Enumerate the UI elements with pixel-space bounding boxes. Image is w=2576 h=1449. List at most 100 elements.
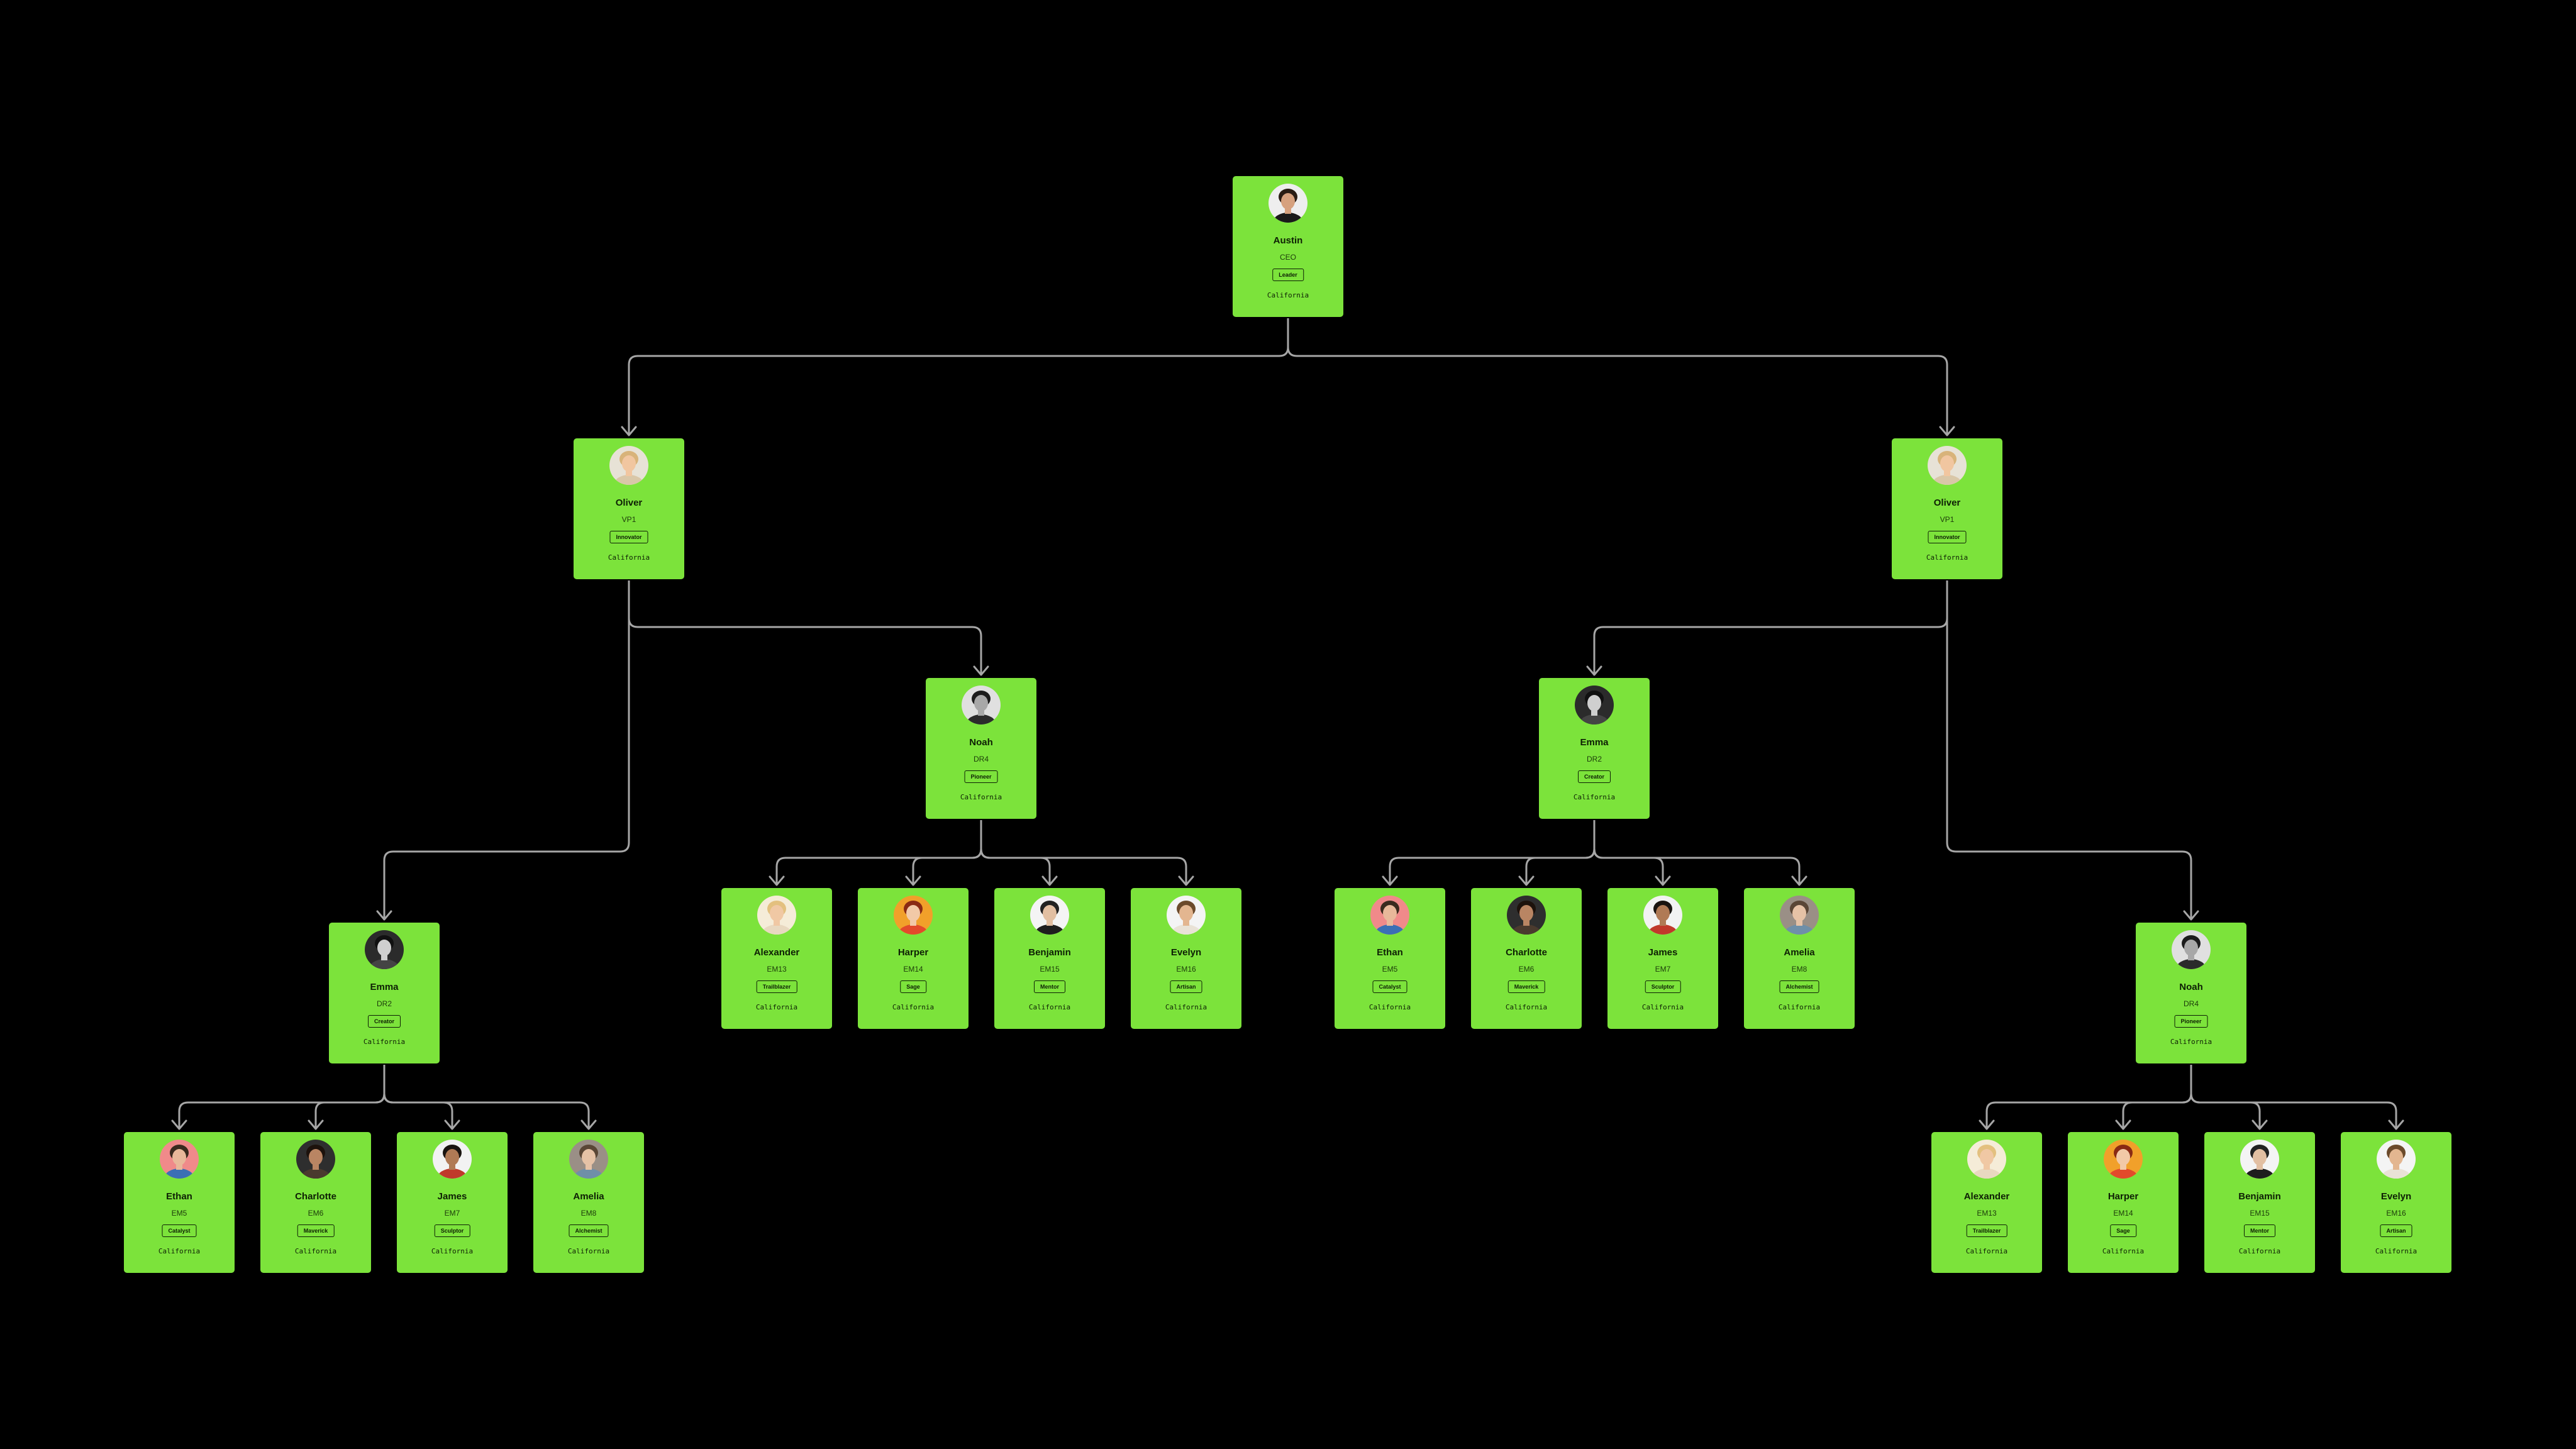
person-name: Noah	[969, 737, 993, 748]
avatar	[365, 930, 404, 969]
person-name: Charlotte	[295, 1191, 336, 1202]
avatar	[2240, 1140, 2279, 1179]
connector-noah-r-to-harper-r	[2122, 1065, 2192, 1128]
arrowhead-icon	[1178, 875, 1194, 886]
person-location: California	[960, 793, 1002, 801]
person-role: DR2	[1586, 755, 1602, 763]
person-name: Alexander	[753, 947, 800, 958]
person-location: California	[158, 1247, 201, 1255]
status-badge: Catalyst	[1372, 980, 1407, 993]
arrowhead-icon	[769, 875, 785, 886]
person-location: California	[1965, 1247, 2008, 1255]
person-location: California	[755, 1003, 798, 1011]
person-location: California	[431, 1247, 474, 1255]
person-role: EM16	[1176, 965, 1196, 974]
connector-oliver-r-to-emma-r	[1593, 580, 1948, 674]
person-role: EM6	[308, 1209, 324, 1218]
arrowhead-icon	[580, 1119, 597, 1130]
person-location: California	[1573, 793, 1616, 801]
connector-emma-r-to-charlotte-r	[1525, 820, 1596, 884]
person-role: EM14	[2113, 1209, 2133, 1218]
person-location: California	[1165, 1003, 1208, 1011]
person-location: California	[892, 1003, 935, 1011]
person-location: California	[1368, 1003, 1411, 1011]
person-location: California	[1505, 1003, 1548, 1011]
arrowhead-icon	[973, 665, 989, 676]
person-location: California	[294, 1247, 337, 1255]
person-role: DR4	[973, 755, 989, 763]
person-name: James	[1648, 947, 1678, 958]
avatar	[1030, 896, 1069, 935]
person-location: California	[1641, 1003, 1684, 1011]
arrowhead-icon	[376, 910, 392, 921]
person-role: EM15	[1040, 965, 1060, 974]
connector-noah-l-to-benjamin-l	[980, 820, 1051, 884]
status-badge: Creator	[1577, 770, 1611, 783]
avatar	[1507, 896, 1546, 935]
person-location: California	[2170, 1038, 2212, 1046]
status-badge: Maverick	[1507, 980, 1545, 993]
person-name: Ethan	[166, 1191, 192, 1202]
arrowhead-icon	[2251, 1119, 2268, 1130]
person-role: EM16	[2386, 1209, 2406, 1218]
person-role: EM14	[903, 965, 923, 974]
person-name: Emma	[1580, 737, 1609, 748]
arrowhead-icon	[1518, 875, 1535, 886]
avatar	[1643, 896, 1682, 935]
person-role: EM5	[171, 1209, 187, 1218]
avatar	[2104, 1140, 2143, 1179]
avatar	[962, 686, 1001, 724]
person-name: James	[437, 1191, 467, 1202]
person-name: Benjamin	[2238, 1191, 2281, 1202]
status-badge: Mentor	[1034, 980, 1065, 993]
person-name: Benjamin	[1028, 947, 1071, 958]
arrowhead-icon	[444, 1119, 460, 1130]
status-badge: Artisan	[1170, 980, 1202, 993]
avatar	[160, 1140, 199, 1179]
avatar	[894, 896, 933, 935]
avatar	[1928, 446, 1967, 485]
connector-austin-to-oliver-r	[1287, 318, 1948, 435]
person-location: California	[1028, 1003, 1071, 1011]
status-badge: Trailblazer	[1966, 1224, 2007, 1237]
avatar	[1370, 896, 1409, 935]
avatar	[1967, 1140, 2006, 1179]
arrowhead-icon	[621, 426, 637, 436]
person-name: Emma	[370, 982, 399, 992]
status-badge: Alchemist	[569, 1224, 609, 1237]
person-role: DR4	[2183, 999, 2199, 1008]
status-badge: Catalyst	[162, 1224, 197, 1237]
person-name: Oliver	[615, 497, 643, 508]
person-name: Alexander	[1963, 1191, 2010, 1202]
connector-emma-l-to-ethan-l	[178, 1065, 386, 1128]
connector-emma-r-to-ethan-r	[1389, 820, 1596, 884]
person-location: California	[1267, 291, 1309, 299]
avatar	[609, 446, 648, 485]
avatar	[757, 896, 796, 935]
person-location: California	[2375, 1247, 2418, 1255]
status-badge: Sage	[900, 980, 926, 993]
